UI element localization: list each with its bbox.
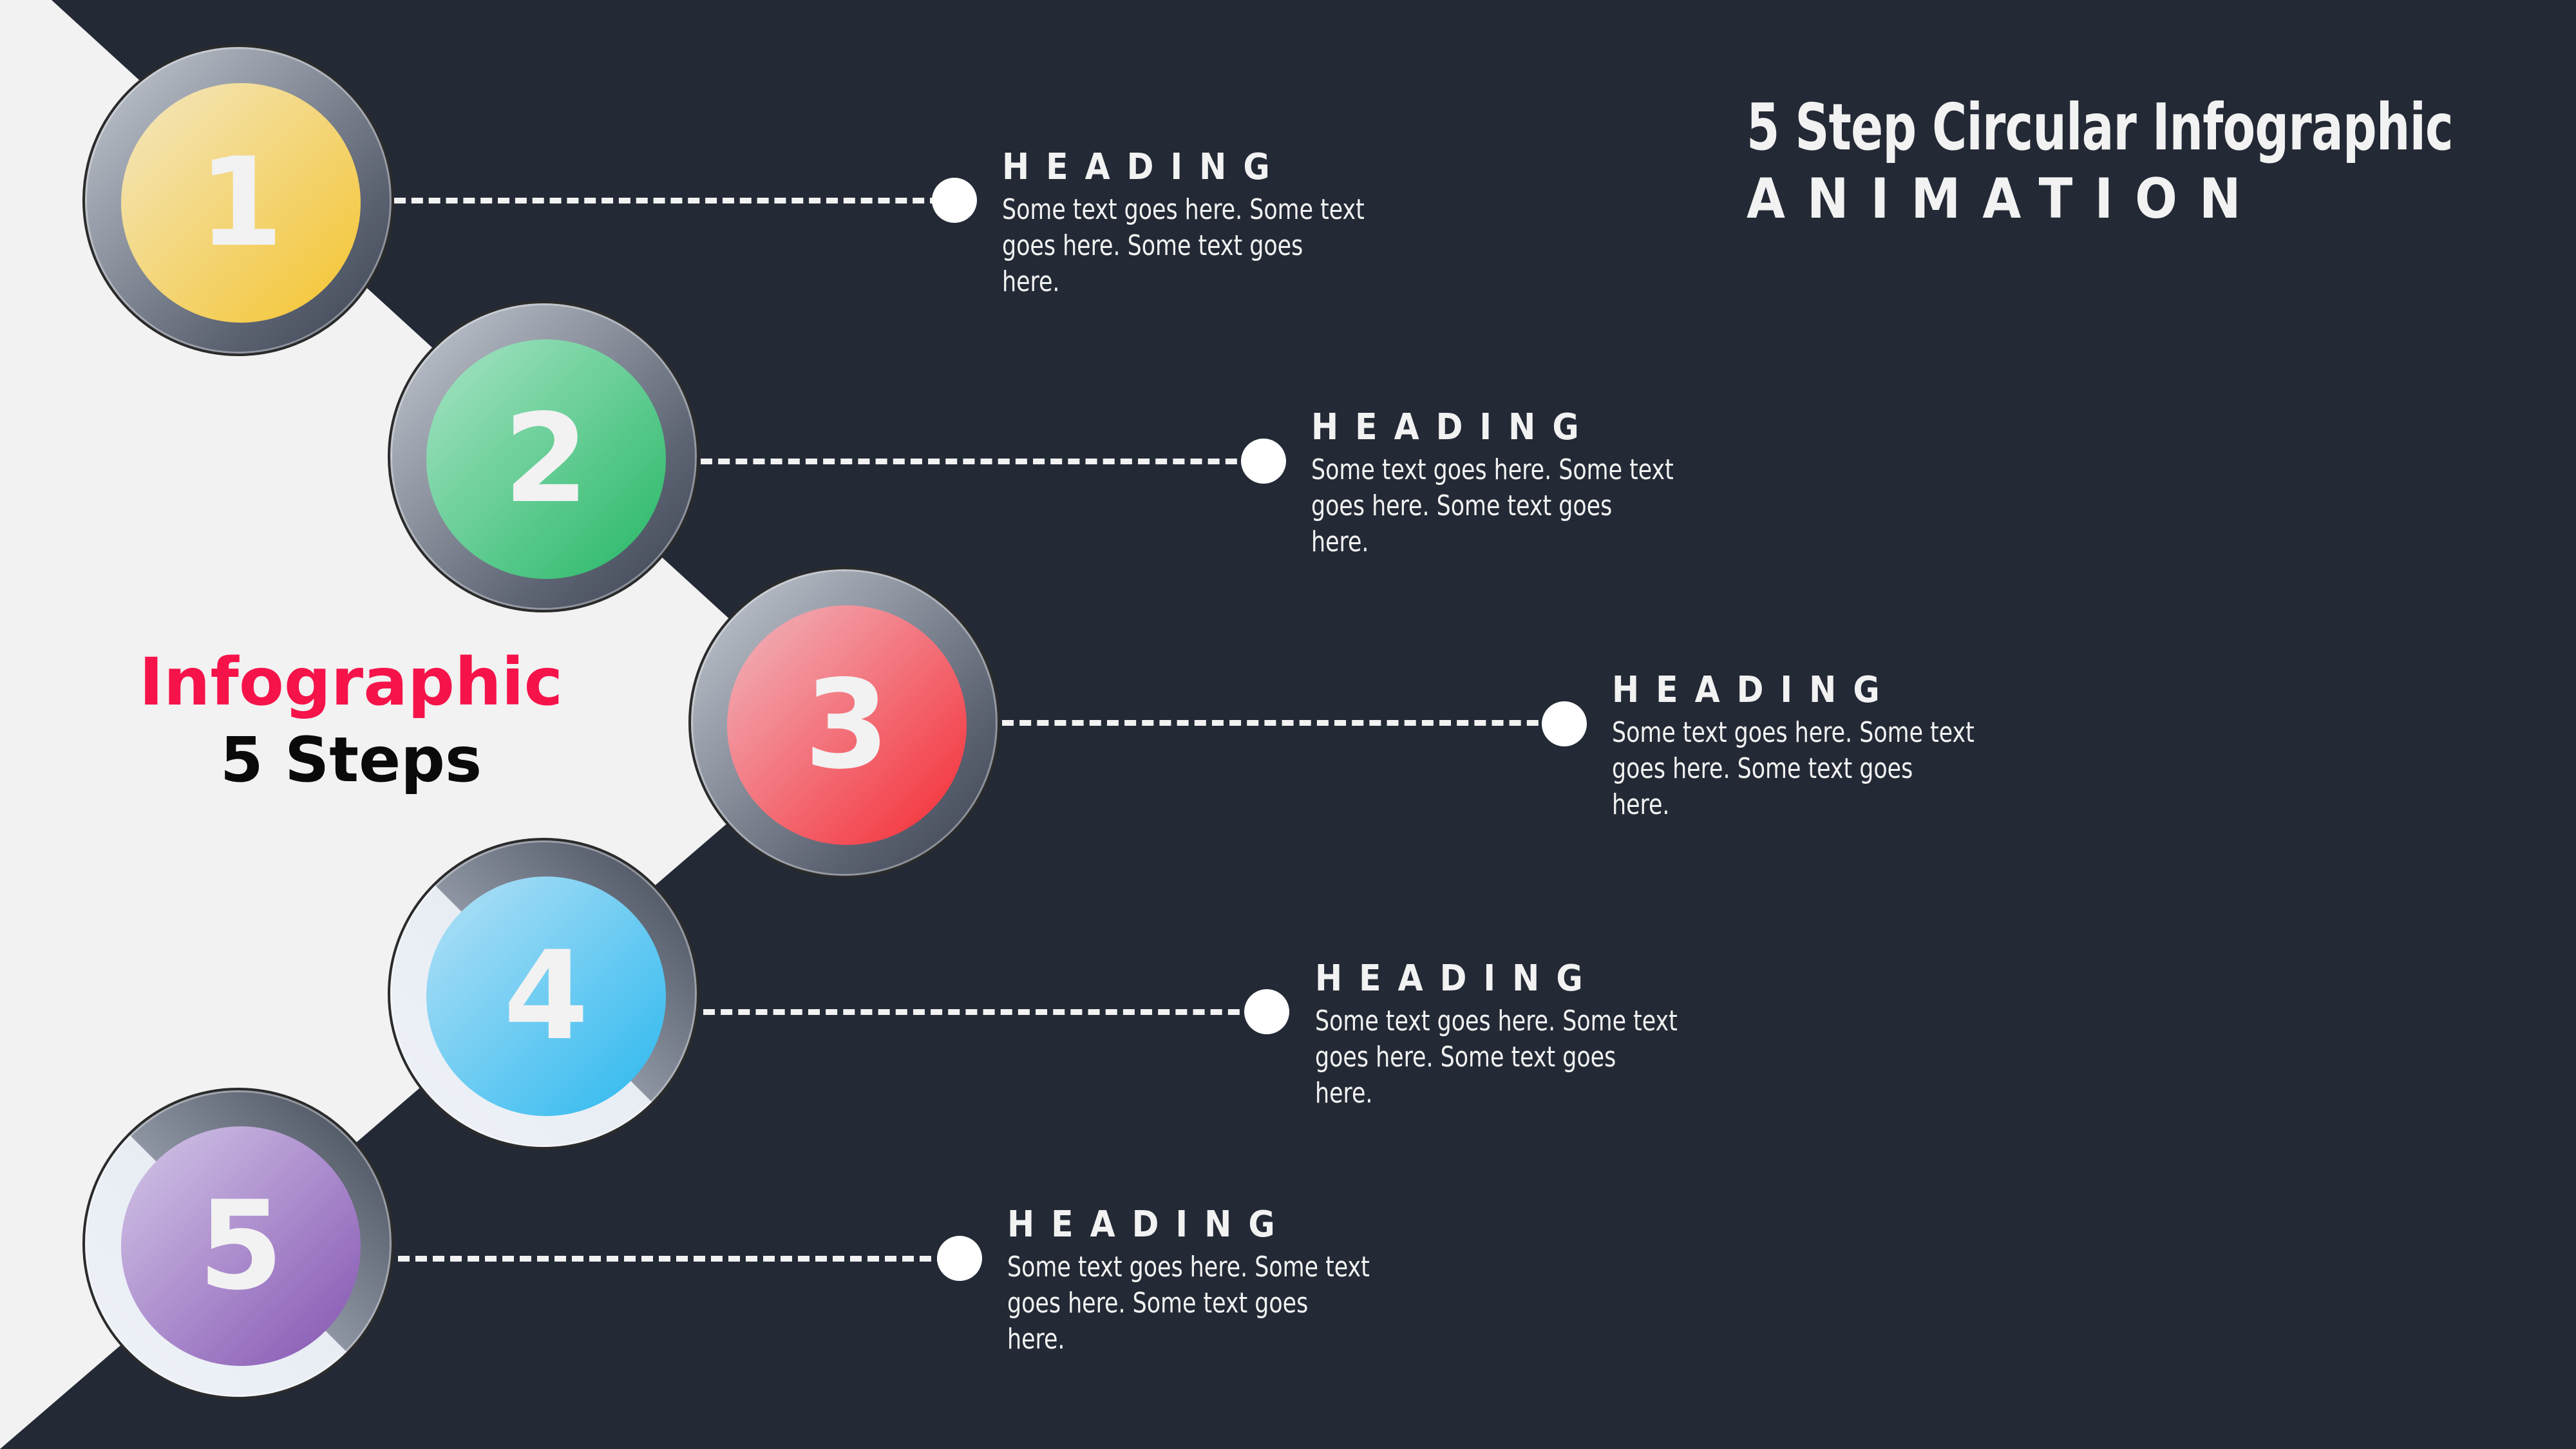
step-5-dot <box>937 1236 982 1281</box>
step-5-number: 5 <box>198 1175 284 1317</box>
step-2-description: Some text goes here. Some text goes here… <box>1311 453 1674 558</box>
step-4-connector <box>703 1009 1257 1015</box>
step-2-inner: 2 <box>426 339 666 579</box>
step-3-text-block: HEADING Some text goes here. Some text g… <box>1612 670 2024 823</box>
step-2-circle: 2 <box>388 301 699 612</box>
step-1-connector <box>394 198 942 204</box>
step-1-description: Some text goes here. Some text goes here… <box>1002 193 1365 298</box>
step-2-heading: HEADING <box>1311 406 1596 448</box>
page-title: 5 Step Circular Infographic ANIMATION <box>1747 89 2576 234</box>
step-4-number: 4 <box>503 925 589 1067</box>
step-3-number: 3 <box>804 654 890 796</box>
title-line-1: 5 Step Circular Infographic <box>1747 90 2454 165</box>
step-2-text-block: HEADING Some text goes here. Some text g… <box>1311 407 1723 560</box>
title-line-2: ANIMATION <box>1747 167 2263 231</box>
step-1-dot <box>932 178 977 223</box>
step-5-heading: HEADING <box>1007 1204 1292 1245</box>
step-4-heading: HEADING <box>1315 958 1600 999</box>
step-3-description: Some text goes here. Some text goes here… <box>1612 716 1975 821</box>
step-1-heading: HEADING <box>1002 146 1287 188</box>
step-3-dot <box>1542 701 1587 746</box>
step-5-description: Some text goes here. Some text goes here… <box>1007 1251 1370 1356</box>
step-5-text-block: HEADING Some text goes here. Some text g… <box>1007 1204 1419 1358</box>
step-5-inner: 5 <box>121 1126 361 1366</box>
step-1-circle: 1 <box>82 44 394 356</box>
step-1-inner: 1 <box>121 83 361 323</box>
step-1-text-block: HEADING Some text goes here. Some text g… <box>1002 147 1414 300</box>
center-label: Infographic 5 Steps <box>116 644 586 799</box>
step-3-connector <box>1002 720 1556 726</box>
step-4-circle: 4 <box>388 838 699 1150</box>
step-4-dot <box>1244 989 1289 1034</box>
step-5-connector <box>398 1256 949 1262</box>
center-label-line-1: Infographic <box>138 644 564 721</box>
step-1-number: 1 <box>198 131 284 274</box>
step-2-dot <box>1241 439 1286 484</box>
step-3-heading: HEADING <box>1612 669 1897 711</box>
step-2-number: 2 <box>503 388 589 530</box>
step-4-description: Some text goes here. Some text goes here… <box>1315 1005 1678 1110</box>
step-3-circle: 3 <box>688 567 1000 878</box>
center-label-line-2: 5 Steps <box>220 724 482 796</box>
step-5-circle: 5 <box>82 1088 394 1399</box>
step-4-inner: 4 <box>426 876 666 1116</box>
step-3-inner: 3 <box>727 605 967 845</box>
step-2-connector <box>701 459 1255 464</box>
step-4-text-block: HEADING Some text goes here. Some text g… <box>1315 958 1727 1112</box>
